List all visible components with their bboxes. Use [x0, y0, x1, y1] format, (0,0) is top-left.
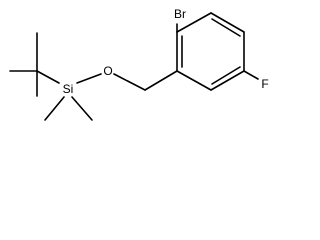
- ring-bond-2: [176, 12, 212, 33]
- bond-ring-f: [243, 70, 259, 80]
- atom-label-f: F: [261, 77, 268, 91]
- bond-si-o: [76, 73, 102, 84]
- structure-canvas: Br O Si F: [0, 0, 288, 128]
- bond-ch2-ring: [144, 70, 178, 91]
- atom-label-br: Br: [174, 7, 186, 21]
- bond-tbu-si: [36, 70, 60, 84]
- ring-bond-5-inner: [211, 66, 241, 85]
- bond-si-methyl-right: [71, 96, 93, 121]
- atom-label-o: O: [103, 64, 112, 78]
- ring-bond-3: [210, 12, 245, 33]
- ring-bond-5: [210, 70, 245, 91]
- bond-o-ch2: [113, 73, 146, 91]
- molecule-diagram: Br O Si F: [9, 7, 269, 121]
- ring-bond-3-inner: [211, 18, 241, 37]
- bond-si-methyl-left: [44, 96, 65, 121]
- ring-bond-6: [176, 70, 212, 91]
- atom-label-si: Si: [63, 82, 74, 96]
